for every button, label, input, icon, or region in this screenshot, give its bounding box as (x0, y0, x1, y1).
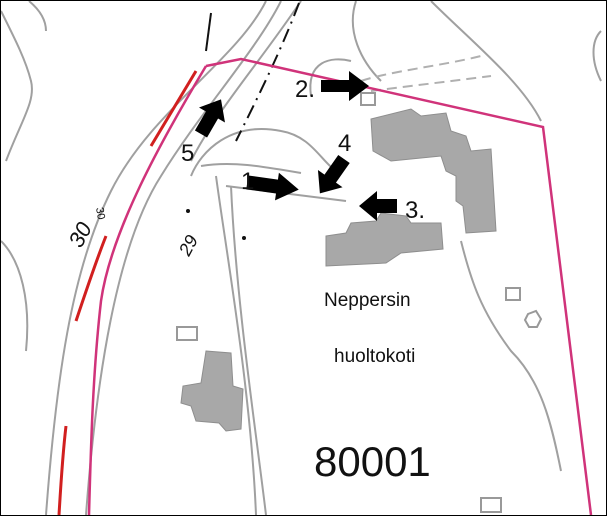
marker-label-2: 2. (295, 76, 315, 103)
arrow-4[interactable] (308, 150, 357, 202)
small-structure-west (176, 326, 198, 341)
building-middle (325, 212, 444, 267)
marker-label-1: 1 (241, 168, 254, 195)
small-structure-south (480, 497, 502, 513)
contour-label-30: 30 (63, 217, 97, 251)
property-boundary (205, 57, 593, 515)
small-structure-east (505, 287, 521, 301)
terrain-line-se (460, 240, 562, 472)
terrain-line-sw (1, 240, 29, 352)
small-structure-north (360, 92, 376, 106)
contour-label-29: 29 (174, 232, 202, 260)
arrow-3[interactable] (359, 191, 397, 221)
contour-label-small-30: 30 (93, 206, 107, 220)
drive-inner (200, 162, 302, 174)
place-name-line1: Neppersin (324, 290, 411, 311)
dashed-track (360, 55, 492, 92)
terrain-line-ne (351, 1, 382, 82)
dashed-track-1 (360, 55, 482, 82)
path-south-2 (230, 185, 267, 515)
building-south (180, 350, 244, 432)
road-edge-west (45, 1, 267, 515)
dashed-track-2 (370, 75, 492, 92)
building-main (370, 108, 497, 234)
spot-points (186, 209, 246, 240)
marker-label-4: 4 (338, 130, 351, 157)
spot-point-1 (186, 209, 190, 213)
arrow-1[interactable] (245, 169, 300, 204)
red-road-edges (57, 70, 198, 515)
marker-label-3: 3. (405, 197, 425, 224)
terrain-line-far-e (592, 30, 602, 82)
terrain-line-nw (28, 1, 47, 32)
small-structures (176, 92, 543, 513)
spot-point-2 (242, 236, 246, 240)
arrow-2[interactable] (321, 71, 369, 101)
marker-label-5: 5 (181, 140, 194, 167)
drive-loop (190, 128, 337, 177)
small-structure-hex (523, 309, 543, 328)
terrain-line-west (1, 10, 33, 162)
property-id: 80001 (314, 438, 431, 485)
red-edge-1 (149, 70, 198, 147)
road-edge-north (190, 1, 302, 162)
place-name-line2: huoltokoti (334, 346, 415, 367)
property-boundary-west (87, 65, 208, 515)
black-tick (205, 12, 212, 52)
road-edge-east (85, 1, 282, 515)
buildings (180, 108, 497, 432)
red-edge-3 (57, 425, 68, 515)
path-south (215, 175, 257, 515)
red-edge-2 (74, 235, 108, 322)
terrain-line-e (430, 1, 542, 122)
loop-north (309, 58, 352, 97)
arrow-5[interactable] (188, 92, 234, 142)
arrows (188, 71, 397, 221)
